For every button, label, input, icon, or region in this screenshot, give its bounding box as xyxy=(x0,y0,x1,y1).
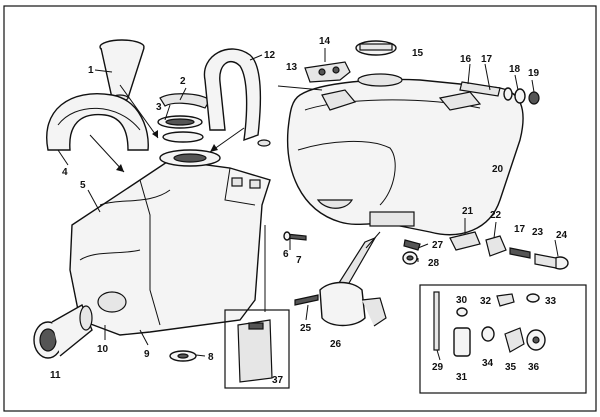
part-grommet xyxy=(169,350,197,362)
part-curved-hose xyxy=(46,93,149,151)
callout-24: 24 xyxy=(556,230,568,241)
callout-25: 25 xyxy=(300,323,312,334)
part-tank-bracket xyxy=(304,61,357,111)
callout-32: 32 xyxy=(480,296,492,307)
callout-26: 26 xyxy=(330,339,342,350)
part-bolt-small xyxy=(283,231,307,241)
callout-34: 34 xyxy=(482,358,494,369)
part-air-box xyxy=(69,149,271,336)
part-fuel-tap xyxy=(294,236,387,327)
callout-16: 16 xyxy=(460,54,472,65)
callout-36: 36 xyxy=(528,362,540,373)
callout-20: 20 xyxy=(492,164,504,175)
callout-7: 7 xyxy=(296,255,302,266)
callout-8: 8 xyxy=(208,352,214,363)
callout-9: 9 xyxy=(144,349,150,360)
callout-21: 21 xyxy=(462,206,474,217)
callout-23: 23 xyxy=(532,227,544,238)
callout-37: 37 xyxy=(272,375,284,386)
callout-14: 14 xyxy=(319,36,331,47)
part-filler-cap xyxy=(355,40,397,56)
callout-2: 2 xyxy=(180,76,186,87)
callout-5: 5 xyxy=(80,180,86,191)
callout-6: 6 xyxy=(283,249,289,260)
callout-11: 11 xyxy=(50,370,61,381)
callout-4: 4 xyxy=(62,167,68,178)
callout-13: 13 xyxy=(286,62,298,73)
part-intake-funnel xyxy=(99,39,145,102)
part-gaskets xyxy=(157,93,211,143)
callout-19: 19 xyxy=(528,68,540,79)
detail-inset-box xyxy=(419,284,587,394)
assembly-arrows xyxy=(89,84,381,249)
callout-17b: 17 xyxy=(514,224,526,235)
callout-1: 1 xyxy=(88,65,94,76)
callout-33: 33 xyxy=(545,296,557,307)
part-fittings xyxy=(449,231,569,270)
part-bolts-right xyxy=(459,81,540,105)
part-fuel-tank xyxy=(286,73,524,236)
part-inlet-pipe xyxy=(33,303,93,359)
callout-22: 22 xyxy=(490,210,502,221)
part37-frame xyxy=(224,309,290,389)
diagram-border xyxy=(3,5,597,412)
callout-12: 12 xyxy=(264,50,276,61)
part-washer-nut xyxy=(402,239,421,265)
callout-35: 35 xyxy=(505,362,517,373)
part-curved-pipe xyxy=(203,48,271,147)
callout-29: 29 xyxy=(432,362,444,373)
callout-15: 15 xyxy=(412,48,424,59)
callout-28: 28 xyxy=(428,258,440,269)
callout-3: 3 xyxy=(156,102,162,113)
part-inset-items xyxy=(433,291,546,357)
callout-30: 30 xyxy=(456,295,468,306)
callout-17a: 17 xyxy=(481,54,493,65)
callout-10: 10 xyxy=(97,344,109,355)
callout-18: 18 xyxy=(509,64,521,75)
leader-lines xyxy=(57,48,559,361)
callout-27: 27 xyxy=(432,240,444,251)
part-cover-panel xyxy=(237,319,273,383)
callout-31: 31 xyxy=(456,372,468,383)
